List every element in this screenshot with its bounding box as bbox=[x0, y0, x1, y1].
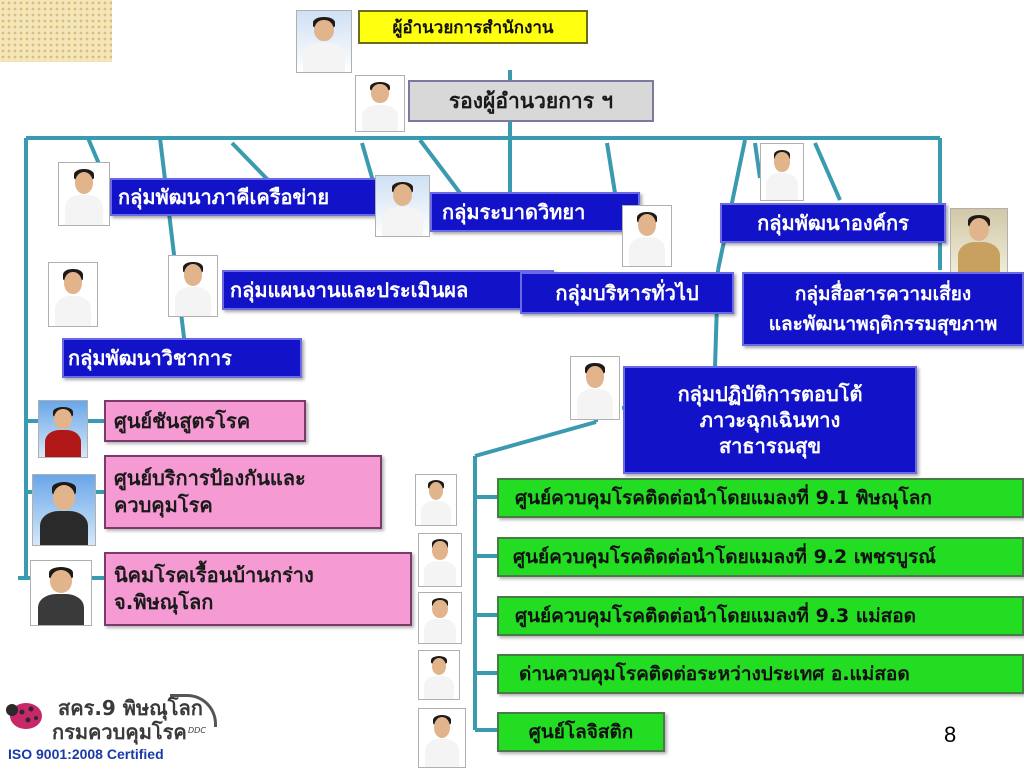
logistics-center-photo bbox=[418, 708, 466, 768]
logo-department-name: กรมควบคุมโรค bbox=[52, 720, 187, 744]
iso-certification: ISO 9001:2008 Certified bbox=[8, 746, 164, 762]
network-group-photo bbox=[58, 162, 110, 226]
prevention-center-photo bbox=[32, 474, 96, 546]
unit-9-3-photo bbox=[418, 592, 462, 644]
emergency-group-box: กลุ่มปฏิบัติการตอบโต้ ภาวะฉุกเฉินทาง สาธ… bbox=[623, 366, 917, 474]
organization-group-box: กลุ่มพัฒนาองค์กร bbox=[720, 203, 946, 243]
director-photo bbox=[296, 10, 352, 73]
risk-group-photo bbox=[950, 208, 1008, 274]
risk-group-box: กลุ่มสื่อสารความเสี่ยง และพัฒนาพฤติกรรมส… bbox=[742, 272, 1024, 346]
planning-group-photo bbox=[168, 255, 218, 317]
director-label: ผู้อำนวยการสำนักงาน bbox=[392, 17, 554, 38]
risk-group-label-line2: และพัฒนาพฤติกรรมสุขภาพ bbox=[768, 313, 998, 335]
unit-9-3-label: ศูนย์ควบคุมโรคติดต่อนำโดยแมลงที่ 9.3 แม่… bbox=[515, 605, 916, 627]
autopsy-center-label: ศูนย์ชันสูตรโรค bbox=[114, 409, 251, 433]
academic-group-label: กลุ่มพัฒนาวิชาการ bbox=[68, 346, 232, 370]
ladybug-logo-icon bbox=[6, 703, 42, 729]
organization-group-label: กลุ่มพัฒนาองค์กร bbox=[757, 211, 909, 235]
unit-9-3-box: ศูนย์ควบคุมโรคติดต่อนำโดยแมลงที่ 9.3 แม่… bbox=[497, 596, 1024, 636]
academic-group-photo bbox=[48, 262, 98, 327]
network-group-box: กลุ่มพัฒนาภาคีเครือข่าย bbox=[110, 178, 416, 216]
epidemiology-group-photo bbox=[375, 175, 430, 237]
emergency-group-photo bbox=[570, 356, 620, 420]
logistics-center-label: ศูนย์โลจิสติก bbox=[528, 721, 634, 743]
unit-9-1-label: ศูนย์ควบคุมโรคติดต่อนำโดยแมลงที่ 9.1 พิษ… bbox=[515, 487, 932, 509]
admin-group-photo bbox=[622, 205, 672, 267]
emergency-group-label-line3: สาธารณสุข bbox=[718, 434, 822, 458]
prevention-center-label-line2: ควบคุมโรค bbox=[114, 493, 213, 517]
border-checkpoint-label: ด่านควบคุมโรคติดต่อระหว่างประเทศ อ.แม่สอ… bbox=[519, 663, 910, 685]
leprosy-center-box: นิคมโรคเรื้อนบ้านกร่าง จ.พิษณุโลก bbox=[104, 552, 412, 626]
unit-9-2-box: ศูนย์ควบคุมโรคติดต่อนำโดยแมลงที่ 9.2 เพช… bbox=[497, 537, 1024, 577]
epidemiology-group-box: กลุ่มระบาดวิทยา bbox=[430, 192, 640, 232]
unit-9-2-label: ศูนย์ควบคุมโรคติดต่อนำโดยแมลงที่ 9.2 เพช… bbox=[513, 546, 936, 568]
prevention-center-label-line1: ศูนย์บริการป้องกันและ bbox=[114, 466, 306, 490]
unit-9-1-box: ศูนย์ควบคุมโรคติดต่อนำโดยแมลงที่ 9.1 พิษ… bbox=[497, 478, 1024, 518]
planning-group-box: กลุ่มแผนงานและประเมินผล bbox=[222, 270, 554, 310]
slide-number: 8 bbox=[944, 722, 957, 747]
emergency-group-label-line2: ภาวะฉุกเฉินทาง bbox=[699, 408, 841, 432]
unit-9-2-photo bbox=[418, 533, 462, 587]
risk-group-label-line1: กลุ่มสื่อสารความเสี่ยง bbox=[794, 283, 972, 305]
planning-group-label: กลุ่มแผนงานและประเมินผล bbox=[230, 278, 469, 302]
leprosy-center-label-line2: จ.พิษณุโลก bbox=[114, 590, 214, 614]
unit-9-1-photo bbox=[415, 474, 457, 526]
deputy-box: รองผู้อำนวยการ ฯ bbox=[408, 80, 654, 122]
admin-group-label: กลุ่มบริหารทั่วไป bbox=[555, 281, 699, 305]
admin-group-box: กลุ่มบริหารทั่วไป bbox=[520, 272, 734, 314]
border-checkpoint-photo bbox=[418, 650, 460, 700]
logo-ddc-mark: DDC bbox=[188, 726, 206, 735]
leprosy-center-label-line1: นิคมโรคเรื้อนบ้านกร่าง bbox=[114, 563, 314, 587]
ddc-logo: สคร.9 พิษณุโลก กรมควบคุมโรค DDC ISO 9001… bbox=[0, 690, 225, 768]
director-box: ผู้อำนวยการสำนักงาน bbox=[358, 10, 588, 44]
border-checkpoint-box: ด่านควบคุมโรคติดต่อระหว่างประเทศ อ.แม่สอ… bbox=[497, 654, 1024, 694]
autopsy-center-photo bbox=[38, 400, 88, 458]
prevention-center-box: ศูนย์บริการป้องกันและ ควบคุมโรค bbox=[104, 455, 382, 529]
emergency-group-label-line1: กลุ่มปฏิบัติการตอบโต้ bbox=[677, 382, 863, 406]
deputy-label: รองผู้อำนวยการ ฯ bbox=[448, 88, 614, 113]
autopsy-center-box: ศูนย์ชันสูตรโรค bbox=[104, 400, 306, 442]
academic-group-box: กลุ่มพัฒนาวิชาการ bbox=[62, 338, 302, 378]
logistics-center-box: ศูนย์โลจิสติก bbox=[497, 712, 665, 752]
leprosy-center-photo bbox=[30, 560, 92, 626]
network-group-label: กลุ่มพัฒนาภาคีเครือข่าย bbox=[118, 185, 330, 209]
deputy-photo bbox=[355, 75, 405, 132]
corner-dot-pattern bbox=[0, 0, 112, 62]
epidemiology-group-label: กลุ่มระบาดวิทยา bbox=[442, 200, 586, 224]
organization-group-photo bbox=[760, 143, 804, 201]
